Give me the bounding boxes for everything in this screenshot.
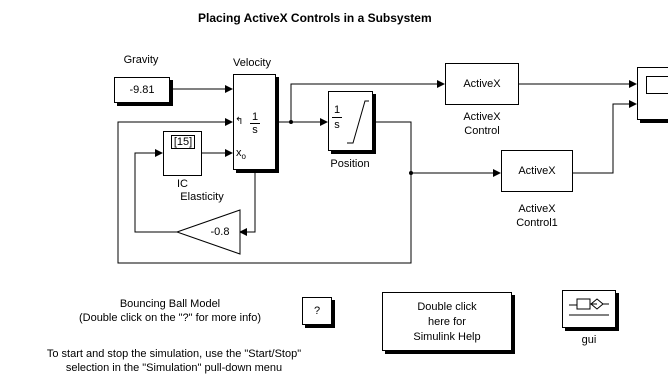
saturation-icon <box>347 100 369 144</box>
ic-label: IC <box>177 178 188 190</box>
velocity-label: Velocity <box>233 57 271 69</box>
activex-control1-text: ActiveX <box>518 165 556 177</box>
diagram-title: Placing ActiveX Controls in a Subsystem <box>198 11 432 25</box>
question-mark-icon: ? <box>313 305 321 317</box>
gravity-label: Gravity <box>123 54 159 66</box>
gui-subsystem-block[interactable] <box>562 290 616 328</box>
fraction-bar <box>250 123 260 124</box>
gui-label: gui <box>581 334 597 346</box>
scope-screen-icon <box>646 76 668 94</box>
info-line-2: (Double click on the "?" for more info) <box>78 312 262 324</box>
reset-icon: ↰ <box>235 116 244 127</box>
activex-control1-label-2: Control1 <box>516 217 558 229</box>
position-denominator: s <box>334 119 340 131</box>
x0-port-label: xo <box>236 147 246 162</box>
position-label: Position <box>330 158 370 170</box>
help-line-1: Double click <box>417 301 477 313</box>
instructions-line-1: To start and stop the simulation, use th… <box>46 348 302 360</box>
ic-value-box <box>171 135 195 149</box>
subsystem-icon <box>569 298 609 316</box>
scope-block[interactable] <box>637 67 668 120</box>
position-numerator: 1 <box>333 104 341 116</box>
activex-control1-label-1: ActiveX <box>518 203 556 215</box>
help-line-2: here for <box>428 316 466 328</box>
activex-control1-block[interactable]: ActiveX <box>501 150 573 192</box>
instructions-line-2: selection in the "Simulation" pull-down … <box>65 362 283 374</box>
simulink-help-button[interactable]: Double click here for Simulink Help <box>382 292 512 351</box>
velocity-integrator-block[interactable]: ↰ 1 s xo <box>233 74 276 170</box>
velocity-numerator: 1 <box>251 111 259 123</box>
gravity-value: -9.81 <box>129 84 155 96</box>
fraction-bar <box>332 117 342 118</box>
elasticity-gain-value: -0.8 <box>210 226 230 238</box>
elasticity-label: Elasticity <box>180 191 224 203</box>
activex-control-text: ActiveX <box>463 78 501 90</box>
velocity-denominator: s <box>252 124 258 136</box>
ic-block[interactable]: [15] <box>163 131 202 176</box>
position-integrator-block[interactable]: 1 s <box>328 91 373 151</box>
info-line-1: Bouncing Ball Model <box>119 298 221 310</box>
activex-control-label-1: ActiveX <box>463 111 501 123</box>
elasticity-gain-block <box>175 209 241 255</box>
activex-control-block[interactable]: ActiveX <box>445 63 519 105</box>
ic-value: [15] <box>173 136 193 148</box>
help-line-3: Simulink Help <box>413 331 481 343</box>
gravity-constant-block[interactable]: -9.81 <box>114 77 170 103</box>
more-info-button[interactable]: ? <box>302 297 332 325</box>
activex-control-label-2: Control <box>464 125 500 137</box>
